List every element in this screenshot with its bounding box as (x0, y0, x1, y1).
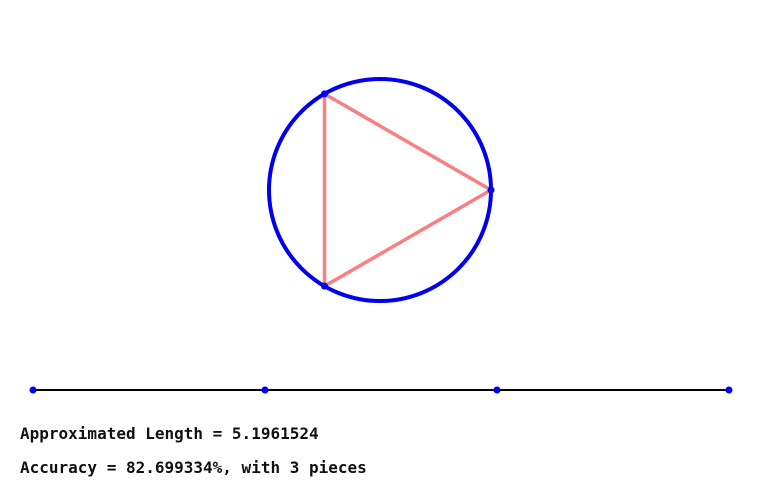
triangle-vertex-2 (321, 282, 328, 290)
triangle-vertices (321, 90, 495, 290)
inscribed-triangle (322, 90, 495, 290)
triangle-vertex-1 (487, 186, 495, 194)
accuracy-text: Accuracy = 82.699334%, with 3 pieces (20, 458, 367, 477)
segment-point-2 (261, 386, 269, 394)
segment-point-4 (725, 386, 733, 394)
triangle-vertex-3 (321, 90, 328, 98)
approximated-length-text: Approximated Length = 5.1961524 (20, 424, 319, 443)
segment-point-3 (493, 386, 501, 394)
segment-points (29, 386, 733, 394)
circle (267, 77, 493, 303)
segment-point-1 (29, 386, 37, 394)
